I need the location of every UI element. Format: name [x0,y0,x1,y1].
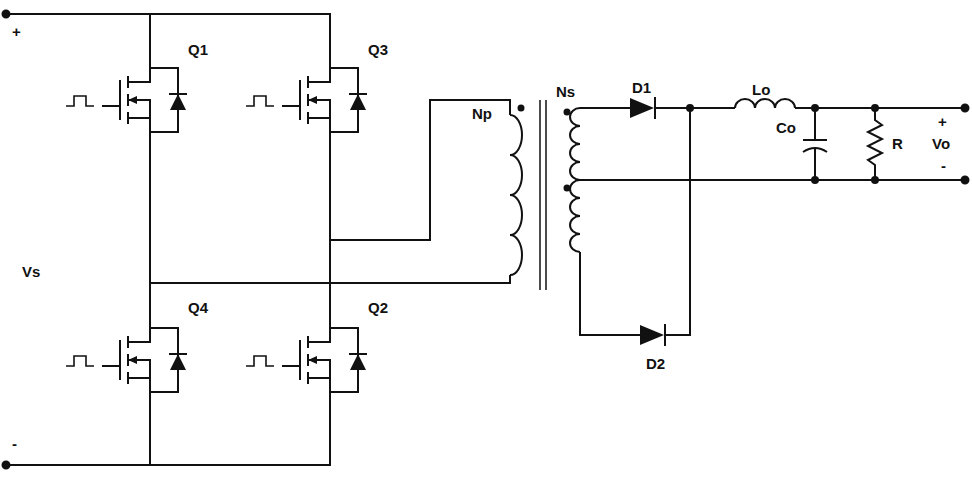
part-label: Q2 [368,300,388,315]
part-label: D2 [646,356,665,371]
part-label: R [892,136,903,151]
part-label: Lo [752,82,770,97]
part-label: Q1 [188,42,208,57]
terminal-sign: + [938,114,947,129]
signal-label: Vo [932,136,950,151]
part-label: Q3 [368,42,388,57]
terminal-sign: - [941,158,946,173]
part-label: Co [776,120,796,135]
part-label: Q4 [188,300,208,315]
terminal-sign: - [12,436,17,451]
part-label: D1 [632,80,651,95]
terminal-sign: + [12,24,21,39]
winding-label: Ns [556,84,575,99]
winding-label: Np [472,106,492,121]
signal-label: Vs [22,264,40,279]
